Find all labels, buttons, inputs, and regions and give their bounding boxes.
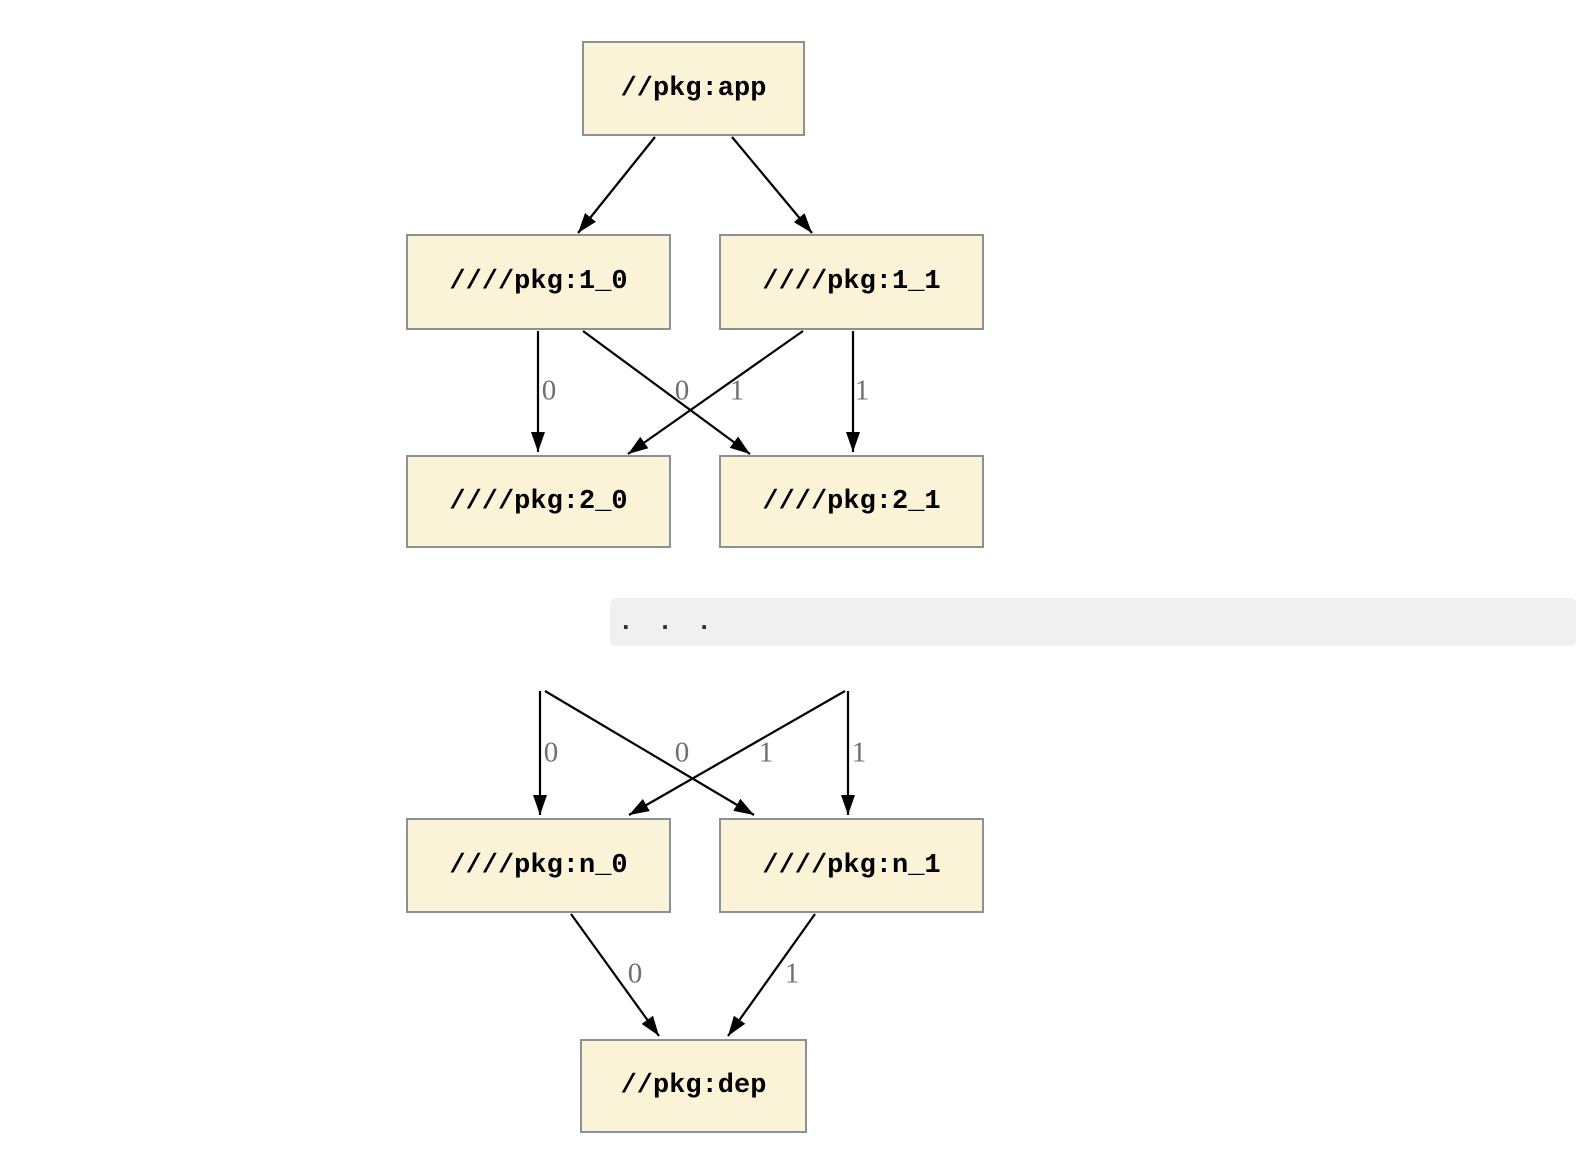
ellipsis-band: . . .: [610, 598, 1576, 646]
node-pkg-2_0: ////pkg:2_0: [406, 455, 671, 548]
node-pkg-1_1-label: ////pkg:1_1: [762, 267, 941, 297]
node-pkg-1_1: ////pkg:1_1: [719, 234, 984, 330]
node-pkg-n_1: ////pkg:n_1: [719, 818, 984, 913]
edge-n_1-to-dep: [727, 913, 816, 1037]
node-pkg-app-label: //pkg:app: [620, 73, 767, 104]
node-pkg-dep: //pkg:dep: [580, 1039, 807, 1133]
edge-app-to-1_1: [731, 136, 813, 234]
edge-label-elided-n_0-straight: 0: [543, 736, 559, 769]
edge-label-elided-n_0-cross: 0: [674, 736, 690, 769]
edge-label-1_1-2_1: 1: [854, 374, 870, 407]
node-pkg-dep-label: //pkg:dep: [620, 1071, 767, 1101]
node-pkg-2_1: ////pkg:2_1: [719, 455, 984, 548]
node-pkg-n_0: ////pkg:n_0: [406, 818, 671, 913]
node-pkg-1_0: ////pkg:1_0: [406, 234, 671, 330]
edge-n_0-to-dep: [570, 913, 660, 1037]
node-pkg-2_0-label: ////pkg:2_0: [449, 486, 628, 517]
edge-1_1-to-2_0: [627, 330, 804, 455]
edge-1_0-to-2_1: [582, 330, 751, 455]
edge-label-elided-n_1-straight: 1: [851, 736, 867, 769]
node-pkg-1_0-label: ////pkg:1_0: [449, 267, 628, 297]
edge-app-to-1_0: [577, 136, 656, 234]
edge-label-elided-n_1-cross: 1: [758, 736, 774, 769]
ellipsis-dots: . . .: [618, 607, 717, 637]
node-pkg-app: //pkg:app: [582, 41, 805, 136]
edge-label-1_0-2_1: 1: [729, 374, 745, 407]
edge-label-1_1-2_0: 0: [674, 374, 690, 407]
edge-elided-to-n_0-cross: [628, 690, 846, 816]
node-pkg-n_0-label: ////pkg:n_0: [449, 850, 628, 881]
node-pkg-n_1-label: ////pkg:n_1: [762, 850, 941, 881]
edge-elided-to-n_1-cross: [544, 690, 755, 816]
edge-label-1_0-2_0: 0: [541, 374, 557, 407]
edge-label-n_0-dep: 0: [627, 957, 643, 990]
node-pkg-2_1-label: ////pkg:2_1: [762, 486, 941, 517]
edge-label-n_1-dep: 1: [784, 957, 800, 990]
